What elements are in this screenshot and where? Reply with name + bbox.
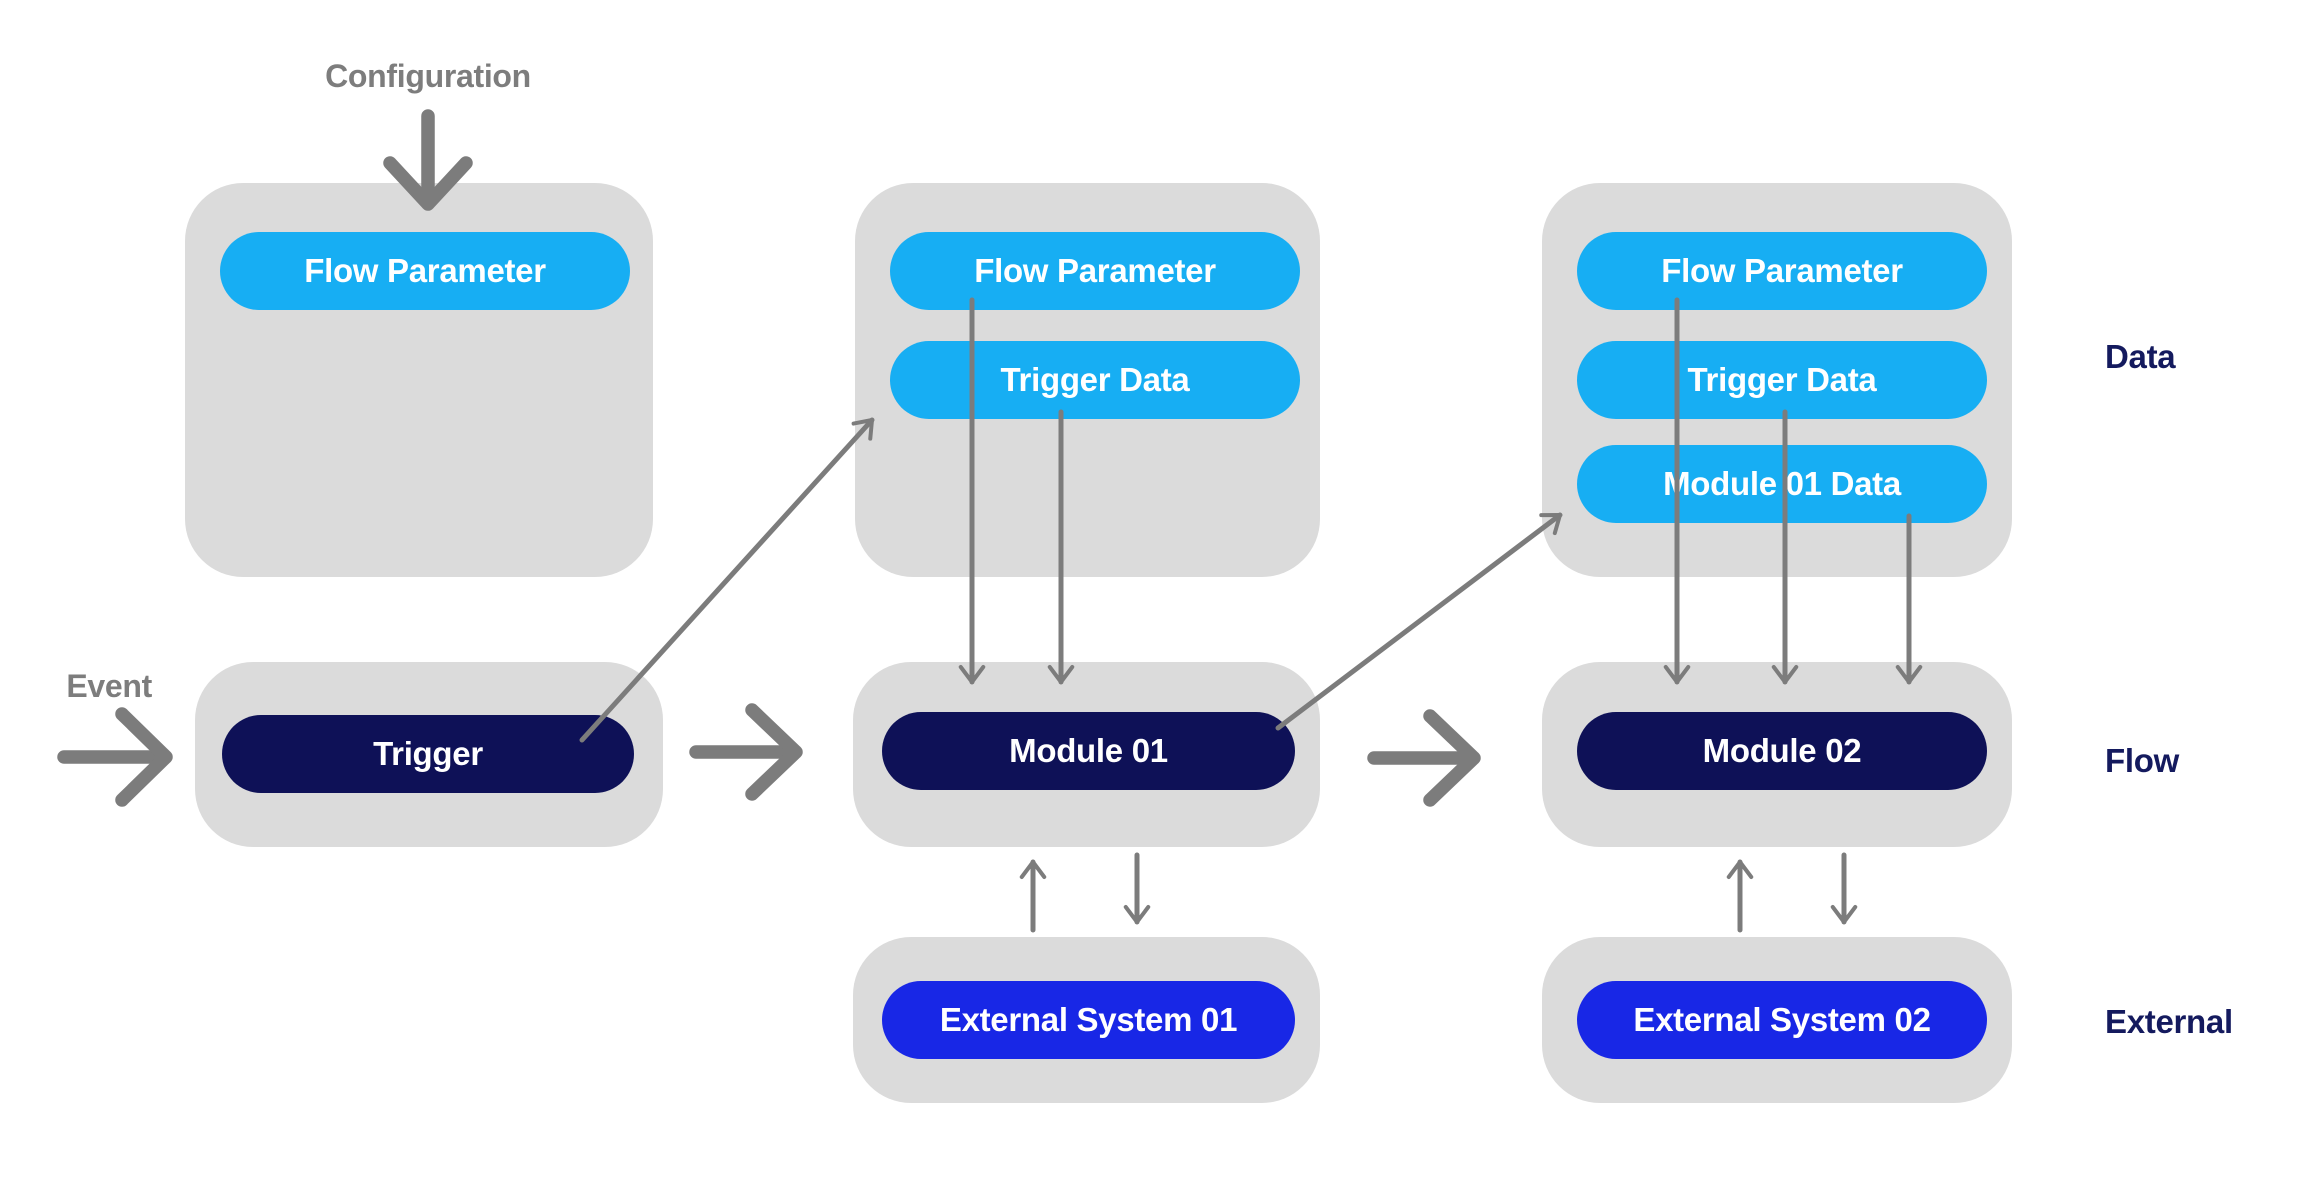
row-label-external: External <box>2105 1003 2233 1040</box>
external-system-02-pill: External System 02 <box>1577 981 1987 1059</box>
configuration-label: Configuration <box>325 58 531 94</box>
external-system-01-pill: External System 01 <box>882 981 1295 1059</box>
trigger-data-pill-3: Trigger Data <box>1577 341 1987 419</box>
row-label-data: Data <box>2105 338 2176 375</box>
flow-parameter-pill-3: Flow Parameter <box>1577 232 1987 310</box>
module-01-pill: Module 01 <box>882 712 1295 790</box>
event-arrow-head <box>115 707 173 807</box>
trigger-data-pill-2: Trigger Data <box>890 341 1300 419</box>
trigger-pill: Trigger <box>222 715 634 793</box>
module-01-data-pill: Module 01 Data <box>1577 445 1987 523</box>
flow-parameter-pill-1: Flow Parameter <box>220 232 630 310</box>
module01-to-module01-data-arrow <box>1275 512 1563 731</box>
event-label: Event <box>66 668 152 704</box>
flow-parameter-pill-2: Flow Parameter <box>890 232 1300 310</box>
module-02-pill: Module 02 <box>1577 712 1987 790</box>
row-label-flow: Flow <box>2105 742 2179 779</box>
trigger-to-module01-arrow-head <box>745 703 803 801</box>
module01-to-module02-arrow-head <box>1423 709 1481 807</box>
